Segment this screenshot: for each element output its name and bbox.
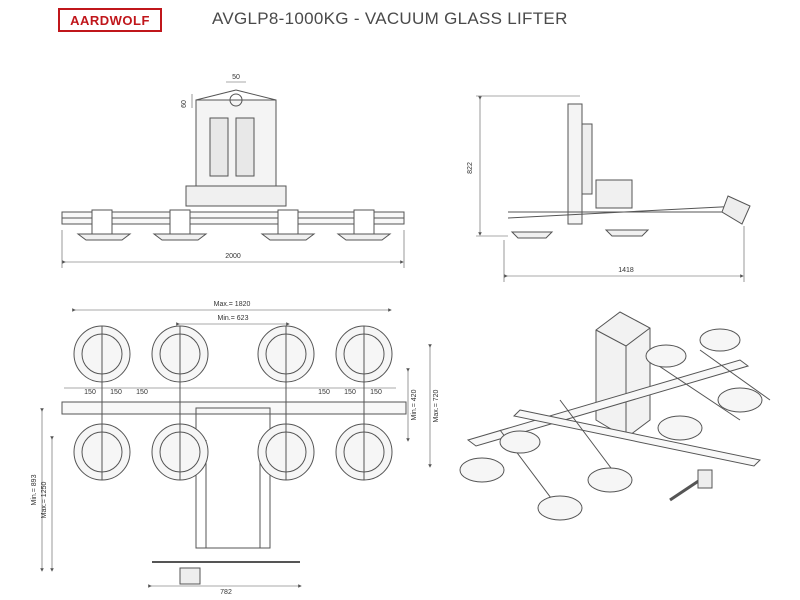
top-spacing-dim-2: 150 [110,389,122,396]
aardwolf-logo: AARDWOLF [58,8,162,32]
side-height-dim: 822 [467,162,474,174]
front-top-dim: 50 [232,74,240,81]
top-spacing-dim-5: 150 [344,389,356,396]
front-side-dim: 60 [181,100,188,108]
top-base-dim: 782 [220,589,232,596]
front-width-dim: 2000 [225,253,241,260]
top-min-length-dim: Min.= 893 [31,474,38,505]
top-max-length-dim: Max.= 1250 [41,482,48,519]
page-title: AVGLP8-1000KG - VACUUM GLASS LIFTER [212,9,568,28]
top-min-width-dim: Min.= 623 [218,315,249,322]
top-max-width-dim: Max.= 1820 [214,301,251,308]
side-length-dim: 1418 [618,267,634,274]
side-view [476,95,751,282]
top-spacing-dim-1: 150 [84,389,96,396]
isometric-view [459,311,771,521]
front-view [61,81,405,268]
logo-text: AARDWOLF [70,12,150,28]
top-min-height-dim: Min.= 420 [411,389,418,420]
top-spacing-dim-4: 150 [318,389,330,396]
top-spacing-dim-3: 150 [136,389,148,396]
top-view [40,308,432,588]
top-spacing-dim-6: 150 [370,389,382,396]
top-max-height-dim: Max.= 720 [433,389,440,422]
